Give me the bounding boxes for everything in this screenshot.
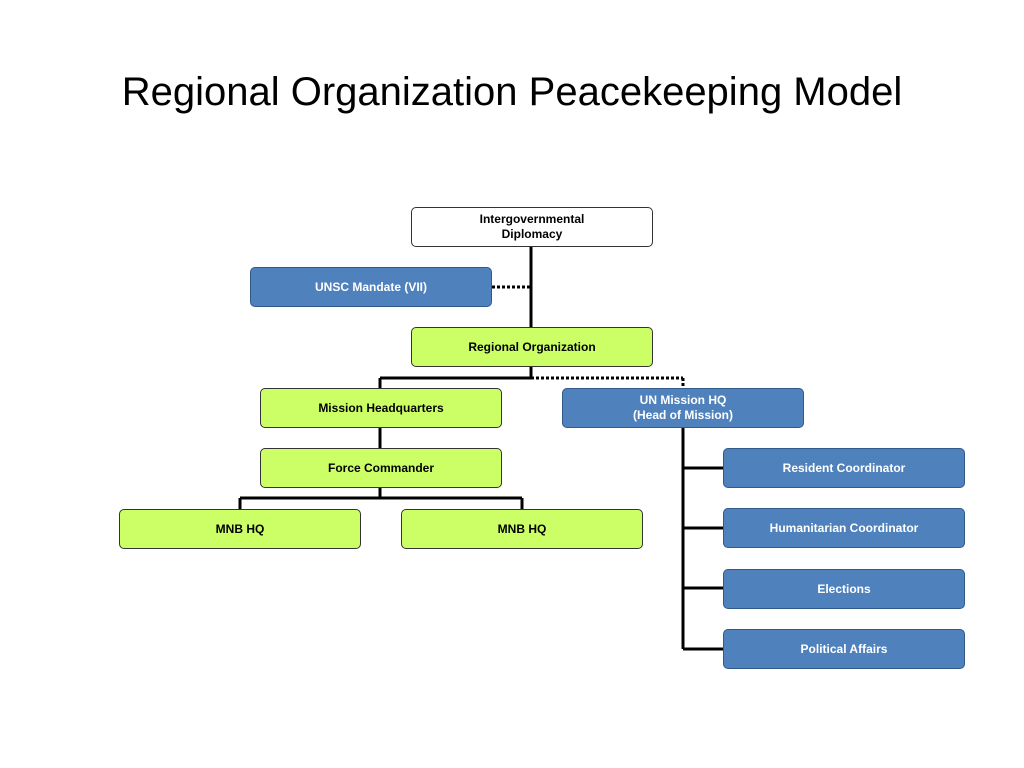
node-elections: Elections xyxy=(723,569,965,609)
node-political-affairs: Political Affairs xyxy=(723,629,965,669)
node-resident-coordinator: Resident Coordinator xyxy=(723,448,965,488)
node-regional-organization: Regional Organization xyxy=(411,327,653,367)
node-mission-headquarters: Mission Headquarters xyxy=(260,388,502,428)
node-intergovernmental-diplomacy: Intergovernmental Diplomacy xyxy=(411,207,653,247)
node-force-commander: Force Commander xyxy=(260,448,502,488)
slide-title: Regional Organization Peacekeeping Model xyxy=(121,70,903,114)
node-un-mission-hq: UN Mission HQ (Head of Mission) xyxy=(562,388,804,428)
node-humanitarian-coordinator: Humanitarian Coordinator xyxy=(723,508,965,548)
node-mnb-hq-2: MNB HQ xyxy=(401,509,643,549)
node-mnb-hq-1: MNB HQ xyxy=(119,509,361,549)
node-unsc-mandate: UNSC Mandate (VII) xyxy=(250,267,492,307)
